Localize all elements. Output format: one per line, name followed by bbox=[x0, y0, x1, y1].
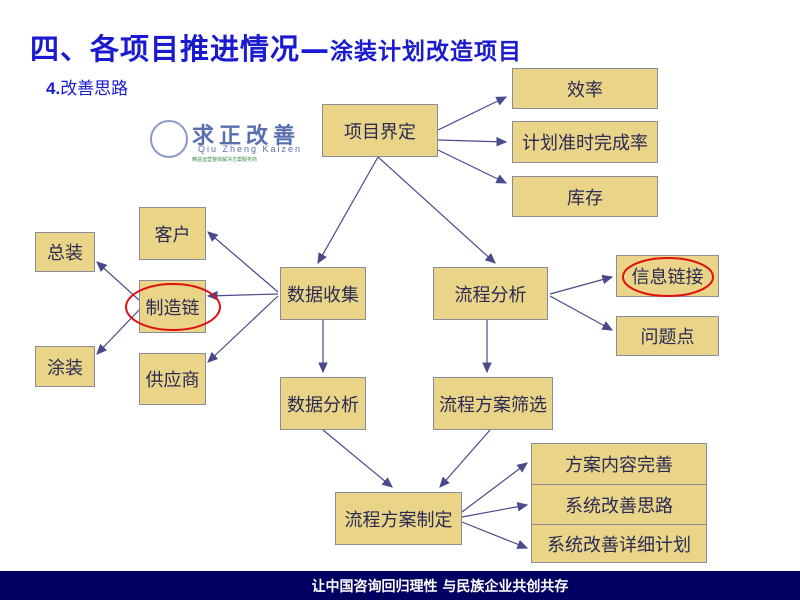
arrow-analysis-problem bbox=[549, 295, 614, 331]
highlight-manufacturing-chain bbox=[125, 283, 221, 331]
node-efficiency: 效率 bbox=[512, 68, 658, 109]
node-scope: 项目界定 bbox=[322, 104, 438, 157]
node-process-plan: 流程方案制定 bbox=[335, 492, 462, 545]
node-process-screening: 流程方案筛选 bbox=[433, 377, 553, 430]
node-assembly: 总装 bbox=[35, 232, 95, 272]
arrow-data-customer bbox=[207, 231, 279, 293]
node-system-idea: 系统改善思路 bbox=[531, 484, 707, 525]
arrow-scope-processanalysis bbox=[377, 156, 496, 264]
slide-title: 四、各项目推进情况—涂装计划改造项目 bbox=[30, 26, 522, 68]
node-data-analysis: 数据分析 bbox=[280, 377, 366, 430]
section-label: 改善思路 bbox=[60, 79, 129, 99]
title-main: 四、各项目推进情况— bbox=[30, 32, 331, 66]
node-process-analysis: 流程分析 bbox=[433, 267, 548, 320]
node-manufacturing-chain: 制造链 bbox=[139, 280, 206, 333]
node-plan-refine: 方案内容完善 bbox=[531, 443, 707, 485]
node-inventory: 库存 bbox=[512, 176, 658, 217]
footer-banner: 让中国咨询回归理性 与民族企业共创共存 bbox=[0, 571, 800, 600]
arrow-scope-inventory bbox=[437, 149, 508, 184]
arrow-scope-ontime bbox=[437, 136, 508, 147]
section-number: 4. bbox=[46, 79, 61, 98]
highlight-info-link bbox=[622, 257, 714, 297]
node-data-collection: 数据收集 bbox=[280, 267, 366, 320]
node-system-detail: 系统改善详细计划 bbox=[531, 524, 707, 563]
arrow-chain-assembly bbox=[96, 261, 140, 301]
arrow-data-supplier bbox=[207, 295, 279, 363]
arrow-scope-efficiency bbox=[437, 96, 508, 131]
node-customer: 客户 bbox=[139, 207, 206, 260]
arrow-scope-datacollection bbox=[317, 156, 379, 265]
footer-text: 让中国咨询回归理性 与民族企业共创共存 bbox=[311, 578, 569, 595]
arrow-data-chain bbox=[206, 290, 279, 301]
arrow-dataanalysis-plan bbox=[322, 429, 393, 488]
arrow-plan-detail bbox=[461, 521, 529, 549]
arrow-analysis-info bbox=[549, 274, 614, 295]
arrow-plan-idea bbox=[461, 502, 529, 518]
arrow-screening-plan bbox=[439, 429, 491, 488]
node-painting: 涂装 bbox=[35, 346, 95, 387]
section-heading: 4.改善思路 bbox=[46, 74, 128, 99]
node-problem-points: 问题点 bbox=[616, 316, 719, 356]
arrow-plan-refine bbox=[461, 462, 528, 513]
node-ontime: 计划准时完成率 bbox=[512, 121, 658, 163]
node-supplier: 供应商 bbox=[139, 353, 206, 405]
title-sub: 涂装计划改造项目 bbox=[330, 39, 523, 65]
